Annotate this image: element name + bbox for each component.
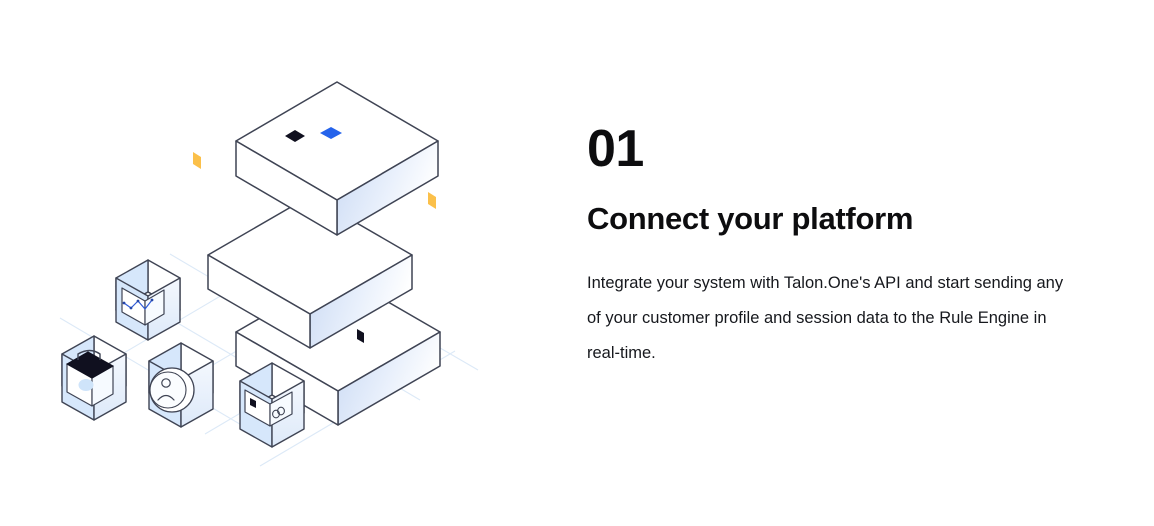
accent-yellow-left: [193, 152, 201, 169]
shopping-bag-icon: [65, 349, 115, 407]
accent-yellow-right: [428, 192, 436, 209]
page-title: Connect your platform: [587, 201, 914, 236]
bottom-slab-marker-black-square: [357, 329, 364, 343]
illustration-isometric-platform-stack: [0, 0, 560, 526]
copy-column: 01 Connect your platform Integrate your …: [587, 0, 1087, 526]
middle-slab: [207, 195, 413, 349]
step-number: 01: [587, 120, 644, 178]
credit-card-icon: [244, 389, 293, 427]
top-slab-marker-blue-diamond: [320, 127, 342, 139]
top-slab-marker-black-diamond: [285, 130, 305, 142]
body-paragraph: Integrate your system with Talon.One's A…: [587, 274, 1064, 362]
line-chart-icon: [121, 287, 165, 326]
user-avatar-icon: [149, 367, 195, 413]
tile-analytics-chart: [115, 259, 181, 341]
tile-user-profile: [148, 342, 214, 428]
tile-shopping-bag: [61, 335, 127, 421]
tile-payment-card: [239, 362, 305, 448]
top-slab: [235, 81, 439, 236]
